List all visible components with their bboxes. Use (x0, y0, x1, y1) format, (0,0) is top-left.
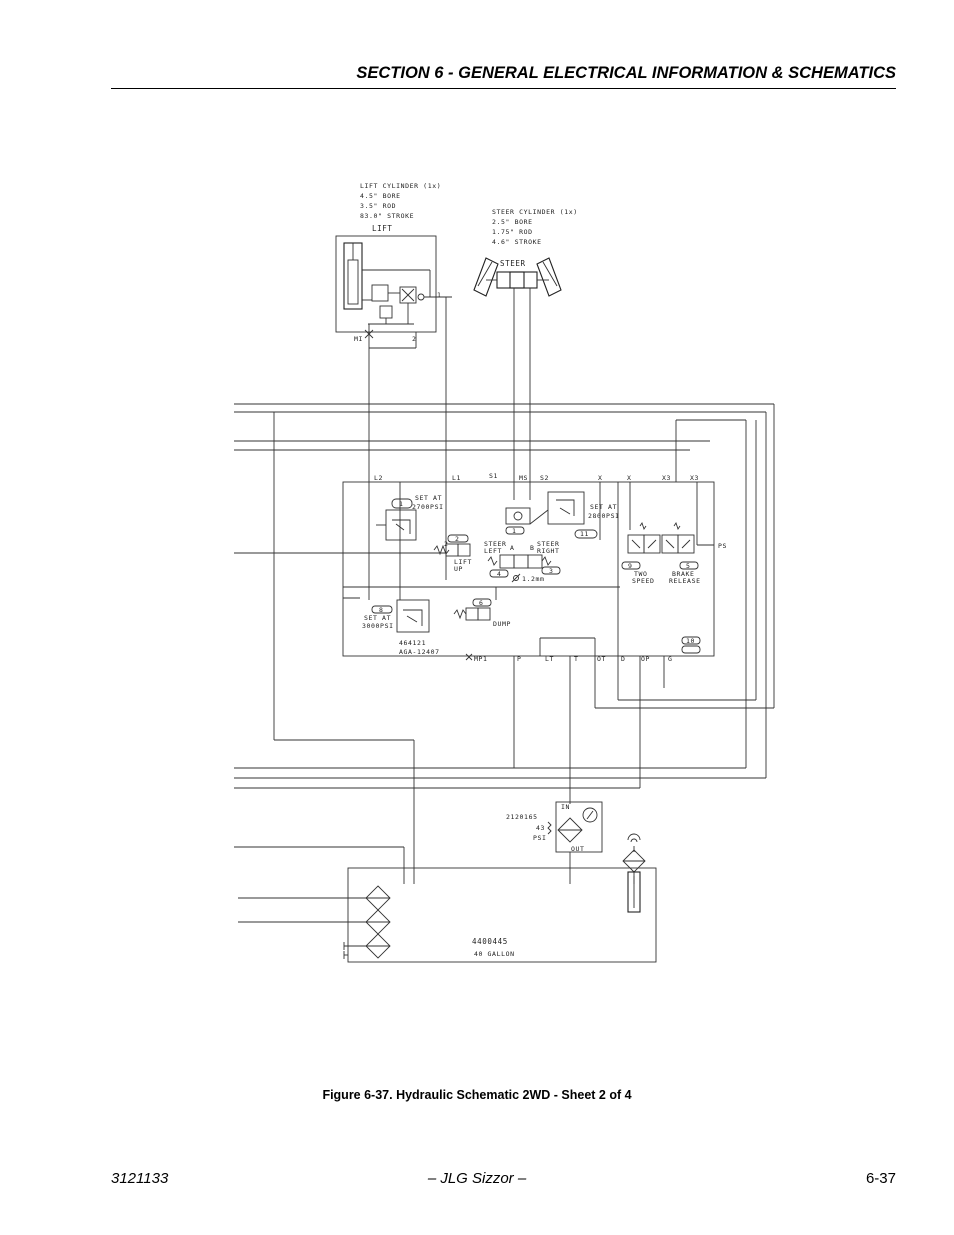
port-s2: S2 (540, 474, 549, 482)
steer-cylinder-block: STEER CYLINDER (1x) 2.5" BORE 1.75" ROD … (473, 208, 578, 500)
figure-caption: Figure 6-37. Hydraulic Schematic 2WD - S… (322, 1088, 632, 1102)
footer-product: – JLG Sizzor – (427, 1170, 527, 1187)
steer-cylinder-stroke: 4.6" STROKE (492, 238, 542, 246)
lift-cylinder-title: LIFT CYLINDER (1x) (360, 182, 441, 190)
port-2: 2 (412, 335, 417, 343)
relief-2-num: 11 (580, 530, 589, 538)
port-ot: OT (597, 655, 606, 663)
lift-cylinder-stroke: 83.0" STROKE (360, 212, 414, 220)
manifold-part1: 464121 (399, 639, 426, 647)
hydraulic-schematic: LIFT CYLINDER (1x) 4.5" BORE 3.5" ROD 83… (234, 182, 775, 963)
relief-3-text2: 3000PSI (362, 622, 394, 630)
steer-cylinder-title: STEER CYLINDER (1x) (492, 208, 578, 216)
steer-valve-num-c: 3 (549, 567, 554, 575)
tank-part: 4400445 (472, 937, 508, 946)
port-ms: MS (519, 474, 528, 482)
filter-out: OUT (571, 845, 585, 853)
port-mi: MI (354, 335, 363, 343)
header-rule (111, 88, 896, 89)
manifold-part2: AGA-12407 (399, 648, 440, 656)
port-x3-b: X3 (690, 474, 699, 482)
steer-valve-num-b: 4 (497, 570, 502, 578)
relief-3-text1: SET AT (364, 614, 391, 622)
lift-valve-label1: LIFT (454, 558, 472, 566)
two-speed-label2: SPEED (632, 577, 655, 585)
port-l2: L2 (374, 474, 383, 482)
brake-release-label1: BRAKE (672, 570, 695, 578)
port-l1: L1 (452, 474, 461, 482)
relief-1-num: 1 (399, 500, 404, 508)
filter-psi2: PSI (533, 834, 547, 842)
steer-valve-port-b: B (530, 544, 535, 552)
brake-release-num: 5 (686, 562, 691, 570)
lift-valve-label2: UP (454, 565, 463, 573)
port-p: P (517, 655, 522, 663)
footer-doc-number: 3121133 (111, 1170, 169, 1187)
relief-1-text2: 2700PSI (412, 503, 444, 511)
relief-1-text1: SET AT (415, 494, 442, 502)
two-speed-label1: TWO (634, 570, 648, 578)
port-s1: S1 (489, 472, 498, 480)
port-x-a: X (598, 474, 603, 482)
port-g: G (668, 655, 673, 663)
footer-page-number: 6-37 (865, 1170, 896, 1187)
port-1: 1 (437, 291, 442, 299)
filter-in: IN (561, 803, 570, 811)
two-speed-num: 9 (628, 562, 633, 570)
steer-cylinder-bore: 2.5" BORE (492, 218, 533, 226)
steer-cylinder-rod: 1.75" ROD (492, 228, 533, 236)
steer-orifice: 1.2mm (522, 575, 545, 583)
port-op: OP (641, 655, 650, 663)
return-filter: 2120165 43 PSI IN OUT (506, 801, 603, 884)
port-d: D (621, 655, 626, 663)
lift-label: LIFT (372, 224, 392, 233)
section-title: SECTION 6 - GENERAL ELECTRICAL INFORMATI… (356, 64, 896, 82)
relief-2-text1: SET AT (590, 503, 617, 511)
brake-release-label2: RELEASE (669, 577, 701, 585)
port-x-b: X (627, 474, 632, 482)
steer-label: STEER (500, 259, 526, 268)
relief-3-num: 8 (379, 606, 384, 614)
lift-cylinder-rod: 3.5" ROD (360, 202, 396, 210)
valve-manifold: L2 L1 S1 MS S2 X X X3 X3 PS 1 SET AT 270… (342, 472, 727, 663)
port-mp1: MP1 (474, 655, 488, 663)
steer-valve-port-a: A (510, 544, 515, 552)
lift-cylinder-bore: 4.5" BORE (360, 192, 401, 200)
lift-cylinder-block: LIFT CYLINDER (1x) 4.5" BORE 3.5" ROD 83… (335, 182, 452, 600)
port-t: T (574, 655, 579, 663)
steer-valve-num-a: 1 (512, 527, 517, 535)
steer-valve-left1: STEER (484, 540, 507, 548)
pressure-lines (234, 403, 775, 884)
dump-valve-num: 6 (479, 599, 484, 607)
lift-valve-num: 2 (455, 535, 460, 543)
relief-2-text2: 2800PSI (588, 512, 620, 520)
port-x3-a: X3 (662, 474, 671, 482)
steer-valve-left2: LEFT (484, 547, 502, 555)
hydraulic-tank: 4400445 40 GALLON (238, 867, 657, 963)
manifold-num: 10 (686, 637, 695, 645)
port-ps: PS (718, 542, 727, 550)
steer-valve-right1: STEER (537, 540, 560, 548)
return-lines (513, 420, 774, 804)
tank-capacity: 40 GALLON (474, 950, 515, 958)
dump-valve-label: DUMP (493, 620, 511, 628)
breather (622, 833, 646, 884)
steer-valve-right2: RIGHT (537, 547, 560, 555)
filter-psi1: 43 (536, 824, 545, 832)
filter-part: 2120165 (506, 813, 538, 821)
port-lt: LT (545, 655, 554, 663)
